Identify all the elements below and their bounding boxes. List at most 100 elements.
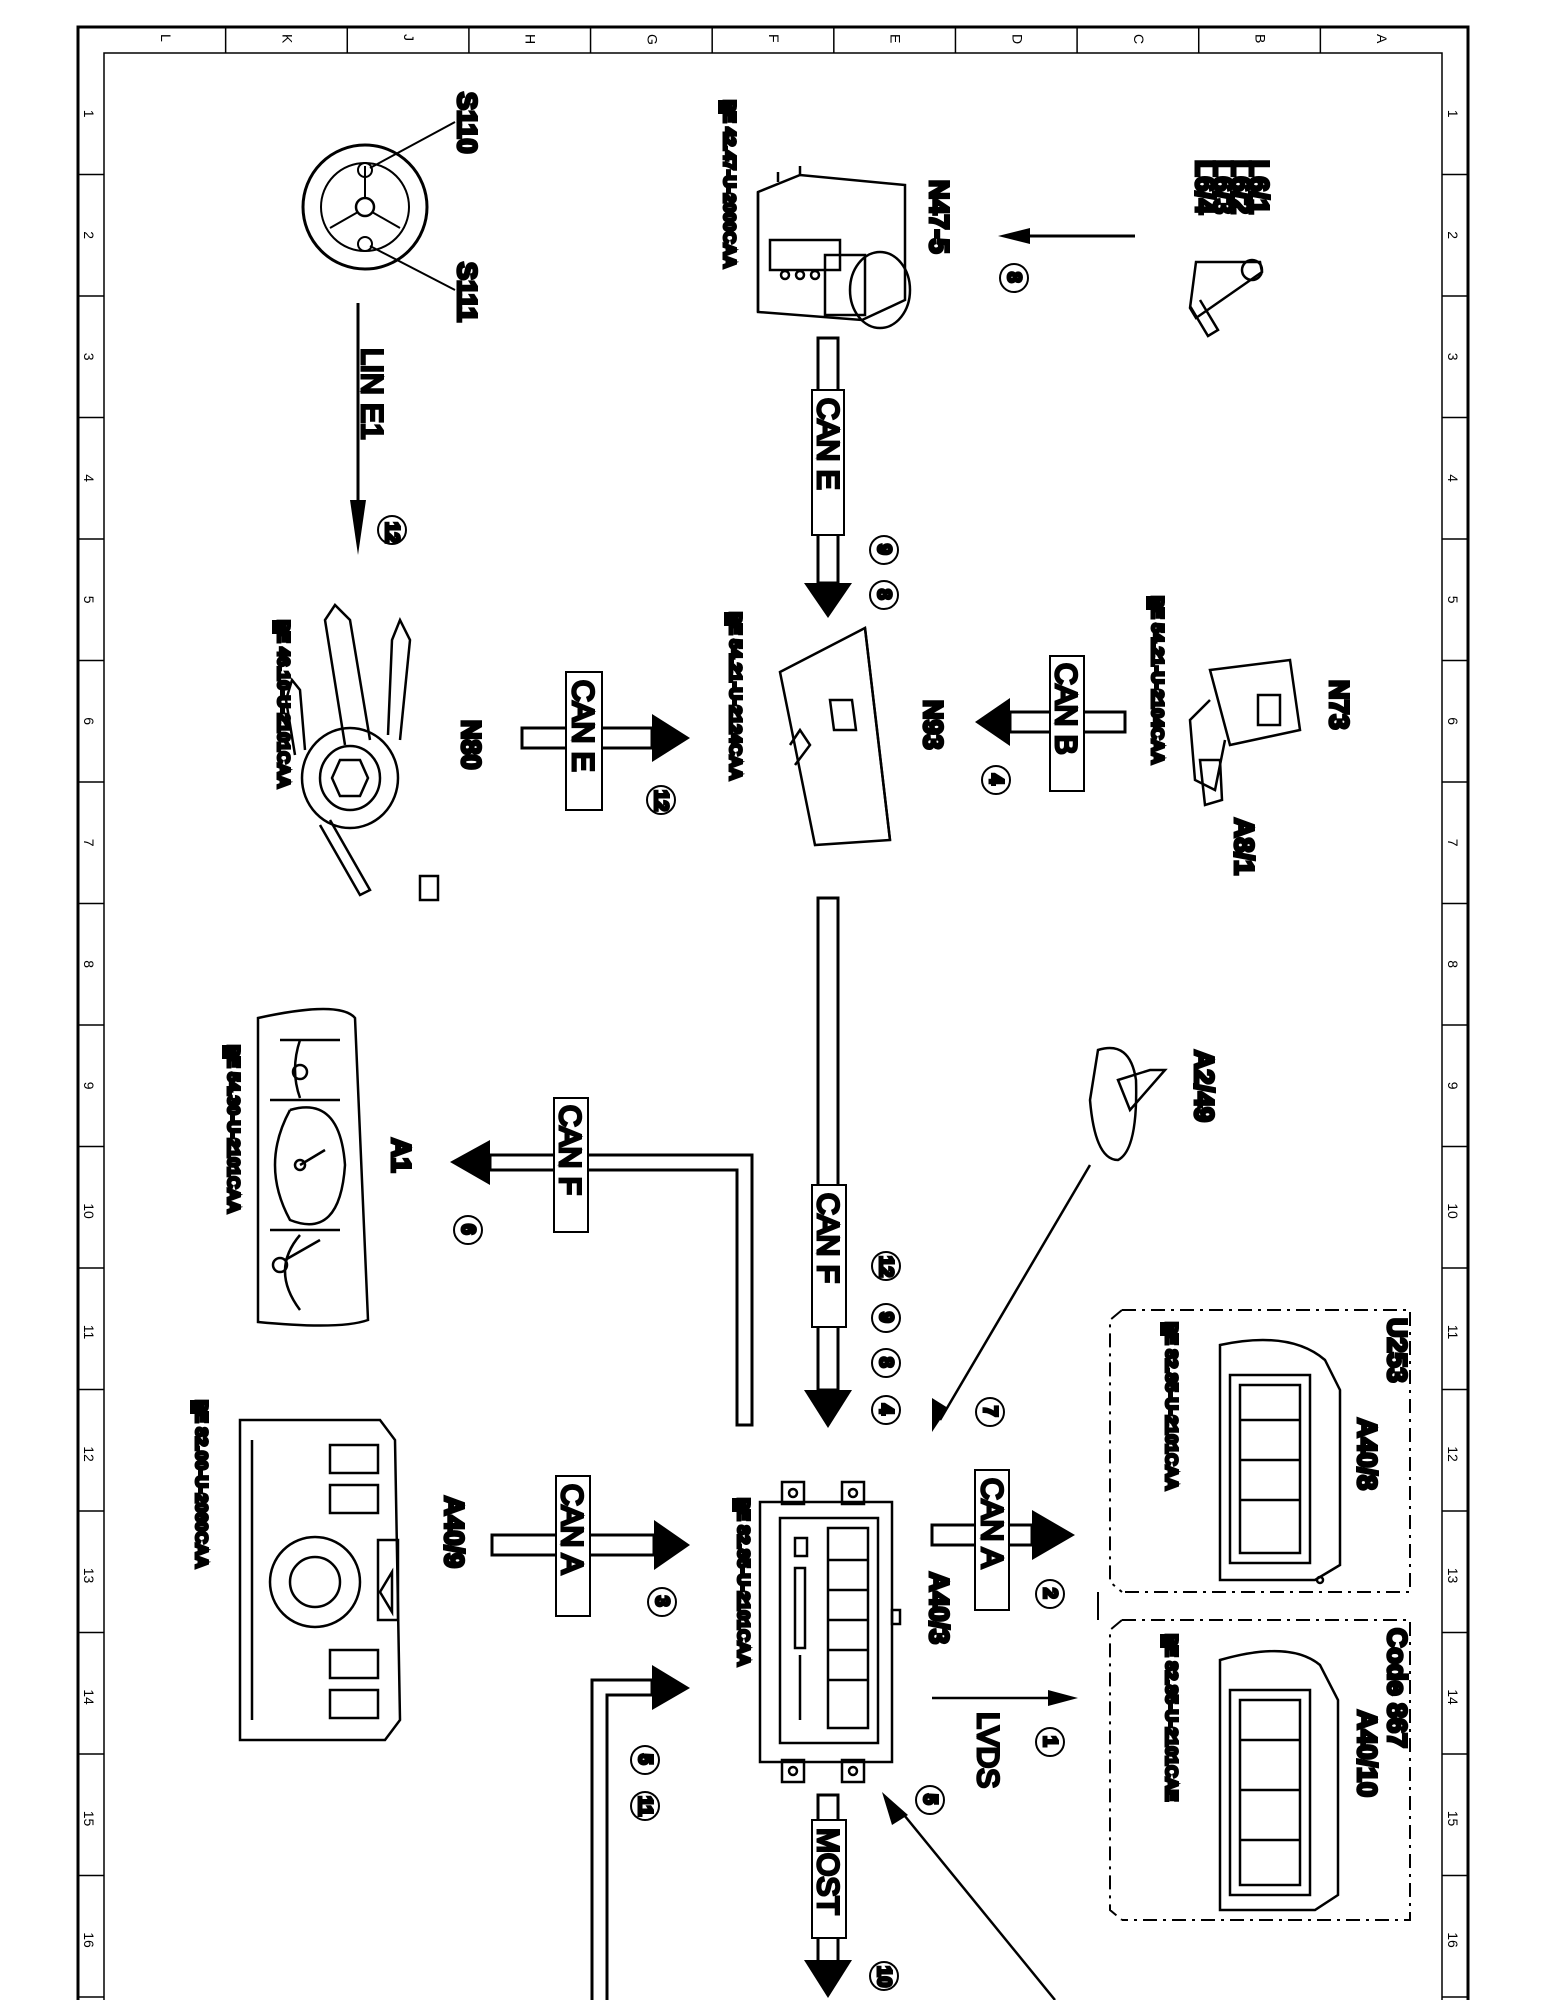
step-9-text: 9 (873, 544, 894, 555)
step-9-canf-text: 9 (875, 1312, 896, 1323)
incoming-5-11-arrowhead (652, 1665, 690, 1710)
can-a-left-arrowhead (654, 1520, 690, 1570)
step-5-left (630, 1745, 660, 1775)
pe-reference-icon (732, 1498, 746, 1512)
row-label: 15 (81, 1811, 97, 1827)
row-label: 1 (81, 110, 97, 118)
can-a-left-box (555, 1475, 591, 1617)
step-9-canf (871, 1303, 901, 1333)
step-1 (1035, 1727, 1065, 1757)
step-12-canf (871, 1251, 901, 1281)
row-label: 10 (81, 1203, 97, 1219)
step-9 (869, 535, 899, 565)
pe-reference-icon (718, 100, 732, 114)
n47-5-ref: PE 42.47-U-2000CAA (720, 100, 739, 268)
row-label: 14 (1445, 1689, 1461, 1705)
step-12-canf-text: 12 (875, 1256, 896, 1277)
step-10-text: 10 (873, 1966, 894, 1987)
step-7 (975, 1397, 1005, 1427)
row-label: 4 (81, 474, 97, 482)
step-8-n93 (869, 580, 899, 610)
l6-3-label: L6/3 (1208, 160, 1238, 214)
a40-10-ref: PE 82.85-U-2101CAE (1162, 1634, 1181, 1801)
row-label: 13 (1445, 1568, 1461, 1584)
n93-module-icon (778, 626, 892, 847)
can-e-top-box (811, 389, 845, 536)
a40-3-ref: PE 82.85-U-2101CAA (734, 1498, 753, 1666)
n80-ref: PE 46.10-U-2101CAA (274, 620, 293, 788)
can-a-right-label: CAN A (975, 1478, 1008, 1568)
step-4-canb-text: 4 (985, 774, 1006, 785)
can-e-top-arrowhead (804, 583, 852, 618)
can-f-a1-box (553, 1097, 589, 1233)
row-label: 11 (1445, 1325, 1461, 1340)
column-label: H (523, 34, 539, 44)
n47-5-label: N47-5 (924, 180, 954, 254)
step-10 (869, 1961, 899, 1991)
row-label: 12 (81, 1446, 97, 1462)
row-label: 8 (1445, 960, 1461, 968)
inner-frame (103, 52, 1443, 2000)
l6-to-n47-arrowhead (998, 228, 1030, 244)
l6-1-label: L6/1 (1244, 160, 1274, 214)
can-e-top-label: CAN E (811, 398, 844, 490)
step-3-text: 3 (651, 1596, 672, 1607)
a1-ref: PE 54.30-U-2101CAA (224, 1045, 243, 1213)
lvds-label: LVDS (971, 1712, 1004, 1788)
row-label: 2 (1445, 231, 1461, 239)
row-label: 1 (1445, 110, 1461, 118)
step-8-top-text: 8 (1003, 272, 1024, 283)
lin-e1-label: LIN E1 (355, 348, 388, 440)
a40-3-label: A40/3 (924, 1572, 954, 1644)
l6-4-label: L6/4 (1190, 160, 1220, 214)
row-label: 12 (1445, 1446, 1461, 1462)
can-a-right-arrowhead (1032, 1510, 1075, 1560)
row-label: 13 (81, 1568, 97, 1584)
step-8-canf-text: 8 (875, 1357, 896, 1368)
n73-ref: PE 54.21-U-2104CAA (1148, 596, 1167, 764)
a8-1-label: A8/1 (1229, 818, 1259, 875)
step-2 (1035, 1579, 1065, 1609)
a40-8-label: A40/8 (1352, 1418, 1382, 1490)
row-label: 9 (1445, 1082, 1461, 1090)
step-1-text: 1 (1039, 1736, 1060, 1747)
row-label: 14 (81, 1689, 97, 1705)
can-e-mid-label: CAN E (566, 680, 599, 772)
s110-label: S110 (452, 92, 482, 154)
step-12-lin-text: 12 (381, 522, 402, 543)
column-label: L (158, 34, 174, 42)
can-f-a1-arrowhead (450, 1140, 490, 1185)
pe-reference-icon (190, 1400, 204, 1414)
column-label: D (1009, 34, 1025, 44)
can-f-a1-bus (488, 1153, 754, 1427)
a40-10-label: A40/10 (1352, 1710, 1382, 1797)
row-label: 9 (81, 1082, 97, 1090)
row-label: 5 (1445, 596, 1461, 604)
lvds-arrowhead (1048, 1690, 1078, 1706)
n73-label: N73 (1324, 680, 1354, 730)
step-7-text: 7 (979, 1406, 1000, 1417)
u253-label: U253 (1382, 1318, 1412, 1383)
can-a-right-box (974, 1469, 1010, 1611)
n73-ignition-switch-icon (1188, 658, 1302, 807)
step-8-top (999, 263, 1029, 293)
step-8-n93-text: 8 (873, 589, 894, 600)
row-label: 11 (81, 1325, 97, 1340)
incoming-5-11-bus (590, 1678, 654, 2000)
incoming-5-right-line (899, 1809, 1056, 2000)
row-label: 8 (81, 960, 97, 968)
pe-reference-icon (1146, 596, 1160, 610)
row-label: 10 (1445, 1203, 1461, 1219)
pe-reference-icon (1160, 1634, 1174, 1648)
pe-reference-icon (272, 620, 286, 634)
step-6 (453, 1215, 483, 1245)
step-5-right (915, 1785, 945, 1815)
step-12-cane-text: 12 (650, 790, 671, 811)
can-e-mid-arrowhead (652, 714, 690, 762)
step-8-canf (871, 1348, 901, 1378)
step-4-canb (981, 765, 1011, 795)
step-2-text: 2 (1039, 1588, 1060, 1599)
